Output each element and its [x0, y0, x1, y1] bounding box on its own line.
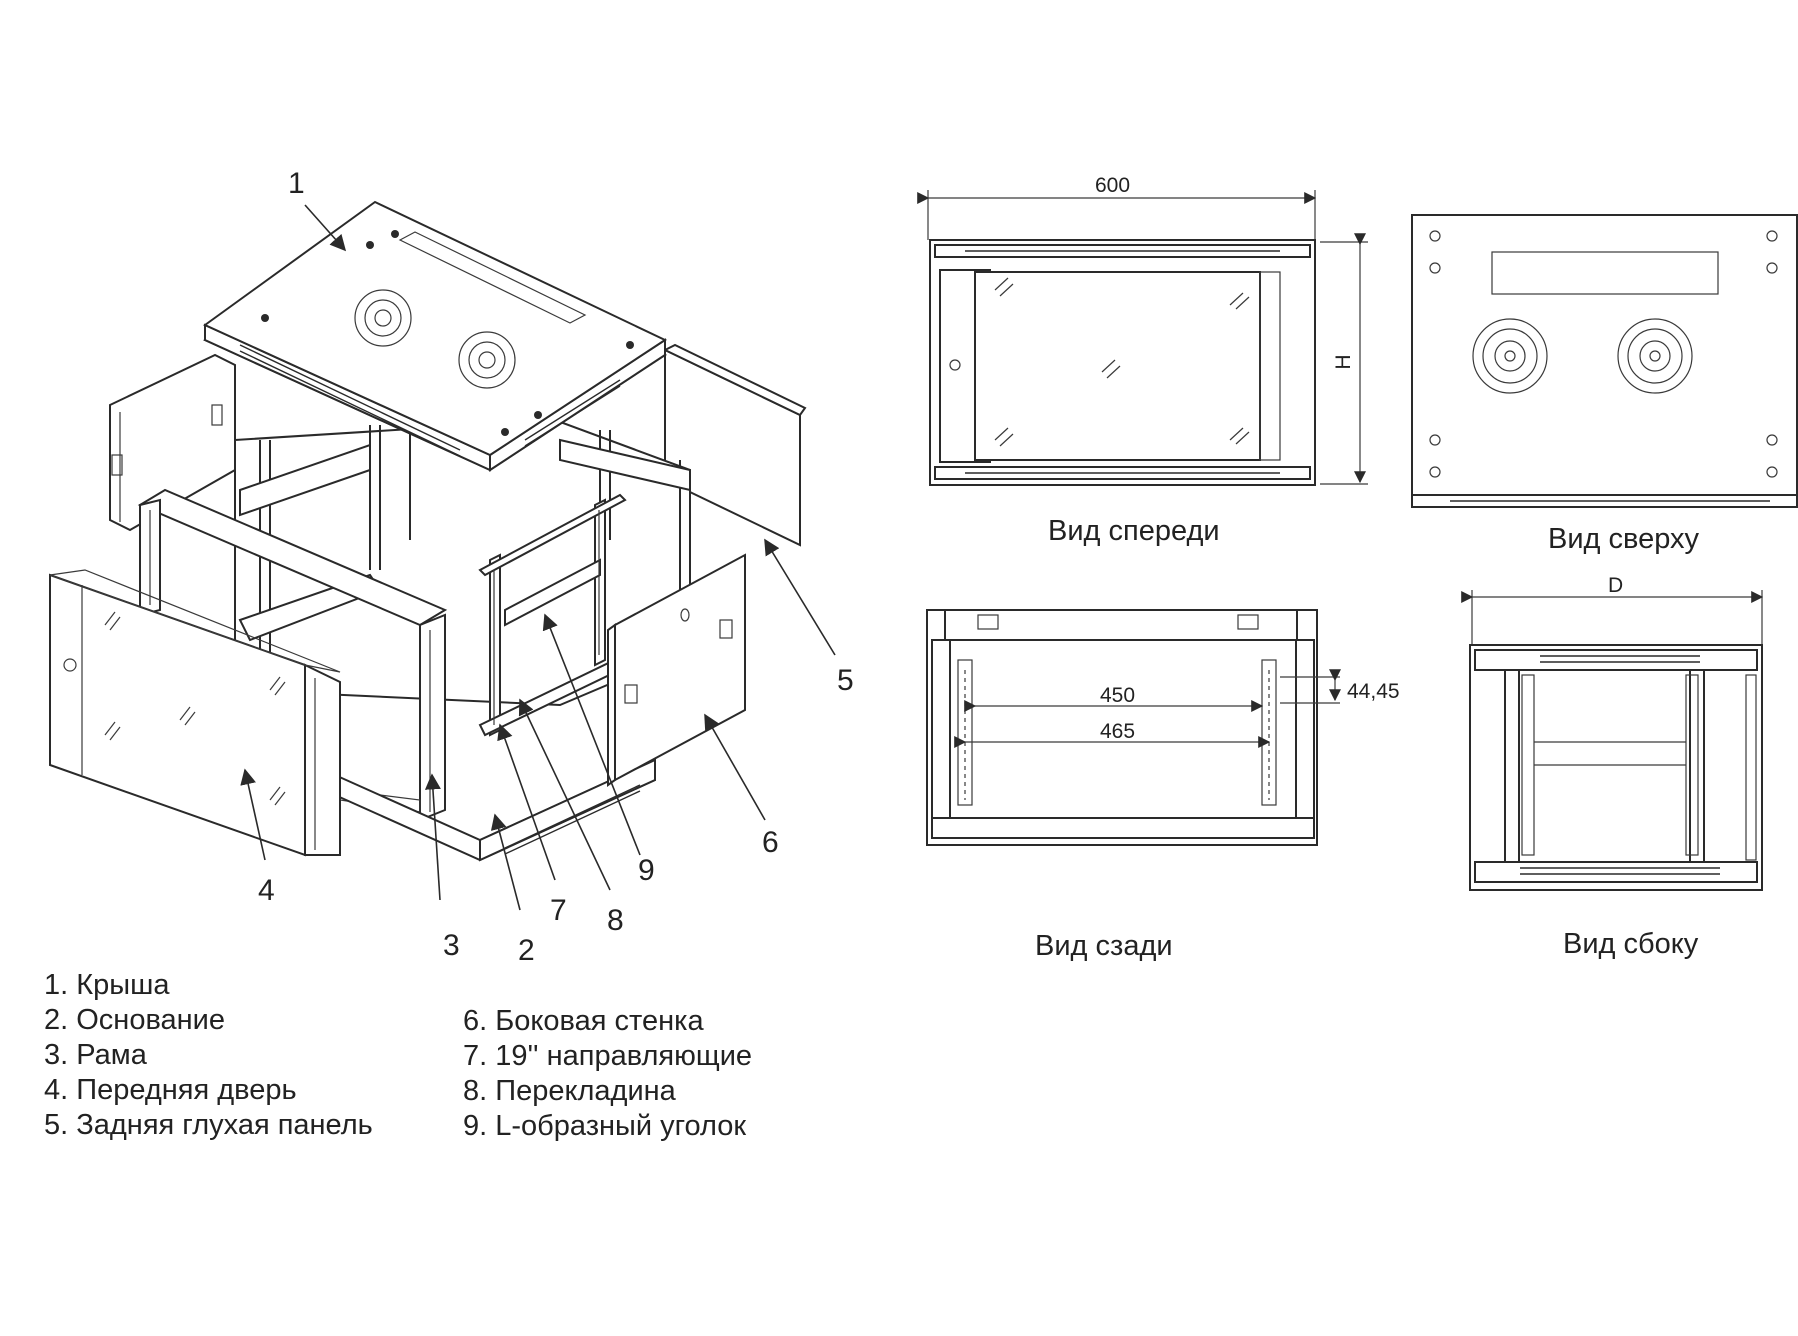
callout-6: 6	[762, 826, 779, 859]
front-view-label: Вид спереди	[1048, 515, 1220, 547]
top-view: Вид сверху	[1411, 214, 1798, 555]
legend-item-l-angle: 9. L-образный уголок	[463, 1110, 747, 1142]
callout-1: 1	[288, 167, 305, 200]
side-view: D Вид сбоку	[1461, 574, 1764, 960]
callout-7: 7	[550, 894, 567, 927]
side-view-label: Вид сбоку	[1563, 928, 1699, 960]
top-view-label: Вид сверху	[1548, 523, 1700, 555]
legend-item-frame: 3. Рама	[44, 1039, 147, 1071]
legend-item-side-wall: 6. Боковая стенка	[463, 1005, 704, 1037]
legend-item-roof: 1. Крыша	[44, 969, 170, 1001]
exploded-view: 1 2 3 4 5 6 7 8 9	[49, 167, 854, 967]
callout-8: 8	[607, 904, 624, 937]
width-dimension: 600	[1095, 174, 1130, 197]
rail-inner-dimension: 450	[1100, 684, 1135, 707]
callout-4: 4	[258, 874, 275, 907]
front-view: 600 H Вид спереди	[917, 174, 1368, 547]
rear-blank-panel	[662, 343, 807, 547]
height-dimension: H	[1332, 354, 1355, 369]
legend-item-base: 2. Основание	[44, 1004, 225, 1036]
callout-5: 5	[837, 664, 854, 697]
callout-2: 2	[518, 934, 535, 967]
rear-view-label: Вид сзади	[1035, 930, 1173, 962]
depth-dimension: D	[1608, 574, 1623, 597]
callout-9: 9	[638, 854, 655, 887]
legend-right: 6. Боковая стенка 7. 19'' направляющие 8…	[463, 1004, 752, 1144]
unit-pitch-dimension: 44,45	[1347, 680, 1400, 703]
base	[334, 758, 656, 862]
roof	[203, 200, 668, 472]
legend-item-rear-panel: 5. Задняя глухая панель	[44, 1109, 373, 1141]
legend-item-crossbar: 8. Перекладина	[463, 1075, 676, 1107]
legend-left: 1. Крыша 2. Основание 3. Рама 4. Передня…	[44, 968, 373, 1143]
inner-rails	[478, 493, 632, 737]
legend-item-front-door: 4. Передняя дверь	[44, 1074, 297, 1106]
legend-item-rails: 7. 19'' направляющие	[463, 1040, 753, 1072]
callout-3: 3	[443, 929, 460, 962]
callout-leaders	[240, 204, 836, 911]
rear-view: 450 465 44,45 Вид сзади	[926, 609, 1400, 962]
rail-outer-dimension: 465	[1100, 720, 1135, 743]
